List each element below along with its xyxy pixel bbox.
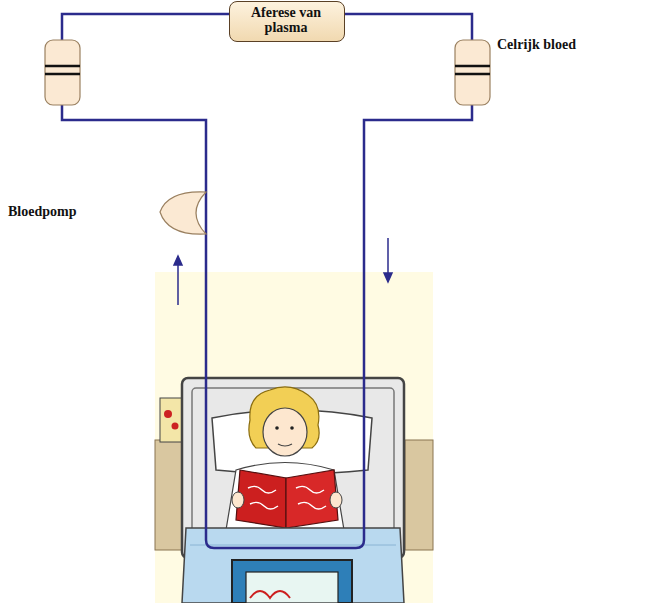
patient-body (226, 463, 344, 531)
tubing (62, 14, 472, 548)
tube (335, 14, 472, 40)
nightstand (405, 440, 433, 550)
mouth (278, 444, 292, 446)
blanket-fold (190, 545, 396, 546)
hand (330, 492, 342, 508)
label-cell-rich-blood: Celrijk bloed (497, 37, 576, 53)
nightstand (155, 440, 183, 550)
filter-canister (45, 40, 80, 105)
room-background (155, 272, 433, 603)
label-blood-pump: Bloedpomp (8, 204, 76, 220)
filter-canister (455, 40, 490, 105)
footboard-panel (246, 572, 338, 603)
process-box: Aferese van plasma (229, 1, 345, 42)
greeting-card (160, 398, 182, 442)
card-flower (164, 410, 172, 418)
tube (62, 14, 240, 40)
patient-face (263, 408, 307, 456)
hand (232, 492, 244, 508)
footboard (232, 560, 352, 603)
tube (62, 105, 472, 548)
flow-arrow (384, 238, 392, 282)
box-title: Aferese van plasma (240, 5, 332, 36)
footboard-decoration (250, 591, 290, 598)
card-flower (172, 423, 179, 430)
book-title-scribble (248, 486, 326, 509)
eye (275, 426, 279, 430)
blood-pump (160, 192, 206, 234)
eye (290, 426, 294, 430)
flow-arrow (174, 256, 182, 305)
blanket (182, 528, 404, 603)
